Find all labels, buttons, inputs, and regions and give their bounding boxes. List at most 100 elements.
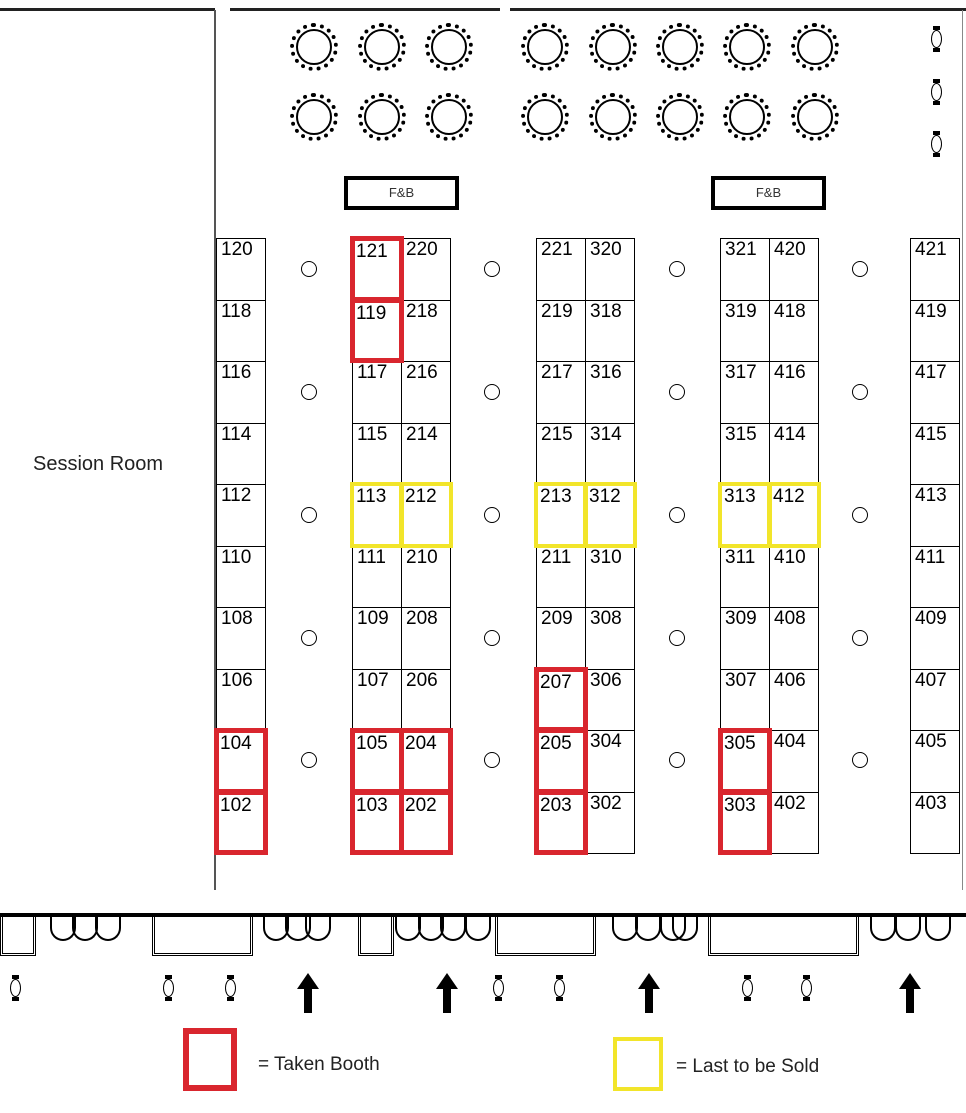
booth-403[interactable]: 403 xyxy=(915,793,947,814)
booth-302[interactable]: 302 xyxy=(590,793,622,814)
booth-319[interactable]: 319 xyxy=(725,301,757,322)
booth-outline xyxy=(910,669,960,731)
booth-404[interactable]: 404 xyxy=(774,731,806,752)
pillar-icon xyxy=(484,261,500,277)
booth-405[interactable]: 405 xyxy=(915,731,947,752)
booth-212[interactable]: 212 xyxy=(399,482,453,548)
booth-202[interactable]: 202 xyxy=(399,790,453,855)
round-table-icon xyxy=(425,93,473,141)
booth-416[interactable]: 416 xyxy=(774,362,806,383)
pillar-icon xyxy=(301,630,317,646)
booth-118[interactable]: 118 xyxy=(221,301,252,322)
door-icon xyxy=(95,917,121,941)
booth-102[interactable]: 102 xyxy=(214,790,268,855)
booth-108[interactable]: 108 xyxy=(221,608,253,629)
booth-214[interactable]: 214 xyxy=(406,424,438,445)
booth-413[interactable]: 413 xyxy=(915,485,947,506)
session-room-wall xyxy=(214,10,216,890)
booth-409[interactable]: 409 xyxy=(915,608,947,629)
booth-206[interactable]: 206 xyxy=(406,670,438,691)
booth-210[interactable]: 210 xyxy=(406,547,438,568)
booth-106[interactable]: 106 xyxy=(221,670,253,691)
lamp-icon xyxy=(554,975,565,1001)
booth-109[interactable]: 109 xyxy=(357,608,389,629)
booth-402[interactable]: 402 xyxy=(774,793,806,814)
bottom-wall xyxy=(0,913,966,917)
booth-415[interactable]: 415 xyxy=(915,424,947,445)
booth-216[interactable]: 216 xyxy=(406,362,438,383)
booth-121[interactable]: 121 xyxy=(350,236,404,302)
booth-310[interactable]: 310 xyxy=(590,547,622,568)
booth-306[interactable]: 306 xyxy=(590,670,622,691)
booth-320[interactable]: 320 xyxy=(590,239,622,260)
booth-218[interactable]: 218 xyxy=(406,301,438,322)
booth-407[interactable]: 407 xyxy=(915,670,947,691)
booth-114[interactable]: 114 xyxy=(221,424,252,445)
booth-outline xyxy=(401,730,451,793)
booth-116[interactable]: 116 xyxy=(221,362,252,383)
booth-220[interactable]: 220 xyxy=(406,239,438,260)
door-icon xyxy=(870,917,896,941)
booth-221[interactable]: 221 xyxy=(541,239,573,260)
booth-307[interactable]: 307 xyxy=(725,670,757,691)
legend-taken-swatch xyxy=(183,1028,237,1091)
booth-104[interactable]: 104 xyxy=(214,728,268,794)
booth-119[interactable]: 119 xyxy=(350,298,404,363)
booth-414[interactable]: 414 xyxy=(774,424,806,445)
booth-213[interactable]: 213 xyxy=(534,482,588,548)
booth-419[interactable]: 419 xyxy=(915,301,947,322)
booth-318[interactable]: 318 xyxy=(590,301,622,322)
booth-315[interactable]: 315 xyxy=(725,424,757,445)
booth-408[interactable]: 408 xyxy=(774,608,806,629)
booth-111[interactable]: 111 xyxy=(357,547,386,568)
booth-418[interactable]: 418 xyxy=(774,301,806,322)
booth-314[interactable]: 314 xyxy=(590,424,622,445)
booth-211[interactable]: 211 xyxy=(541,547,572,568)
booth-420[interactable]: 420 xyxy=(774,239,806,260)
booth-107[interactable]: 107 xyxy=(357,670,389,691)
booth-316[interactable]: 316 xyxy=(590,362,622,383)
door-icon xyxy=(465,917,491,941)
booth-outline xyxy=(769,423,819,485)
booth-117[interactable]: 117 xyxy=(357,362,388,383)
booth-313[interactable]: 313 xyxy=(718,482,772,548)
booth-203[interactable]: 203 xyxy=(534,790,588,855)
booth-309[interactable]: 309 xyxy=(725,608,757,629)
booth-outline xyxy=(769,546,819,608)
booth-321[interactable]: 321 xyxy=(725,239,757,260)
pillar-icon xyxy=(301,507,317,523)
booth-110[interactable]: 110 xyxy=(221,547,252,568)
booth-312[interactable]: 312 xyxy=(583,482,637,548)
booth-308[interactable]: 308 xyxy=(590,608,622,629)
round-table-icon xyxy=(723,93,771,141)
booth-311[interactable]: 311 xyxy=(725,547,756,568)
booth-113[interactable]: 113 xyxy=(350,482,404,548)
booth-219[interactable]: 219 xyxy=(541,301,573,322)
booth-217[interactable]: 217 xyxy=(541,362,573,383)
booth-205[interactable]: 205 xyxy=(534,728,588,794)
lamp-icon xyxy=(493,975,504,1001)
booth-412[interactable]: 412 xyxy=(767,482,821,548)
booth-317[interactable]: 317 xyxy=(725,362,757,383)
cocktail-table-icon xyxy=(931,79,942,105)
booth-208[interactable]: 208 xyxy=(406,608,438,629)
booth-421[interactable]: 421 xyxy=(915,239,947,260)
top-wall xyxy=(230,8,500,11)
booth-103[interactable]: 103 xyxy=(350,790,404,855)
booth-417[interactable]: 417 xyxy=(915,362,947,383)
booth-304[interactable]: 304 xyxy=(590,731,622,752)
booth-406[interactable]: 406 xyxy=(774,670,806,691)
booth-303[interactable]: 303 xyxy=(718,790,772,855)
booth-112[interactable]: 112 xyxy=(221,485,252,506)
booth-204[interactable]: 204 xyxy=(399,728,453,794)
booth-120[interactable]: 120 xyxy=(221,239,253,260)
booth-215[interactable]: 215 xyxy=(541,424,573,445)
booth-209[interactable]: 209 xyxy=(541,608,573,629)
booth-305[interactable]: 305 xyxy=(718,728,772,794)
booth-410[interactable]: 410 xyxy=(774,547,806,568)
booth-115[interactable]: 115 xyxy=(357,424,388,445)
pillar-icon xyxy=(301,752,317,768)
booth-105[interactable]: 105 xyxy=(350,728,404,794)
booth-411[interactable]: 411 xyxy=(915,547,946,568)
booth-207[interactable]: 207 xyxy=(534,667,588,732)
